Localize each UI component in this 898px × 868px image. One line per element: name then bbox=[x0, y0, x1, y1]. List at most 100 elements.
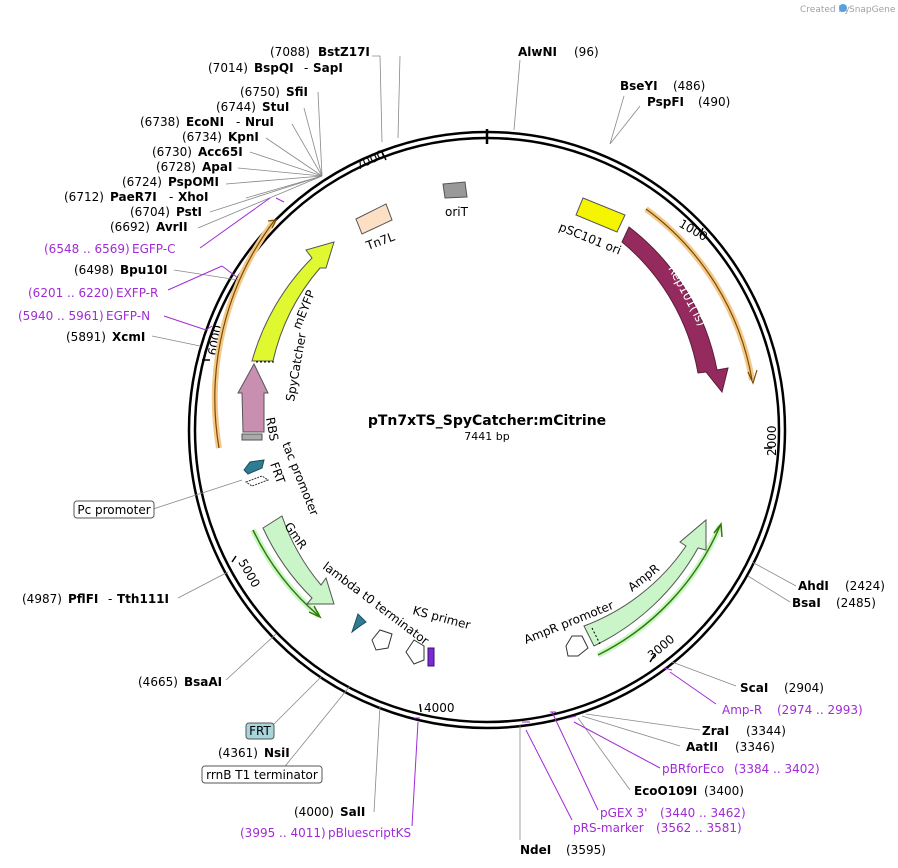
site-xcmi-pos: (5891) bbox=[66, 330, 106, 344]
spycatcher-label: SpyCatcher bbox=[283, 332, 309, 403]
primer-pgex3-name: pGEX 3' bbox=[600, 806, 647, 820]
site-bspqi-name: BspQI bbox=[254, 61, 294, 75]
rrnb-terminator-feature bbox=[371, 629, 393, 651]
site-paer7i-name: PaeR7I bbox=[110, 190, 157, 204]
tn7l-feature bbox=[355, 203, 393, 235]
green-arc-ampr-head bbox=[713, 522, 723, 538]
site-acc65i-name: Acc65I bbox=[198, 145, 243, 159]
orange-arc-left-line bbox=[214, 220, 275, 449]
site-econi-name: EcoNI bbox=[186, 115, 224, 129]
watermark-brand: SnapGene bbox=[849, 5, 896, 15]
primer-pbluescriptks-range: (3995 .. 4011) bbox=[240, 826, 326, 840]
site-ahdi-pos: (2424) bbox=[845, 579, 885, 593]
orange-arc-right-head bbox=[747, 369, 758, 385]
plasmid-size: 7441 bp bbox=[464, 430, 509, 443]
psc101-ori-feature bbox=[575, 197, 626, 233]
site-bsai-pos: (2485) bbox=[836, 596, 876, 610]
rbs-label: RBS bbox=[263, 416, 281, 442]
orit-label: oriT bbox=[445, 205, 469, 219]
pc-promoter-box-label: Pc promoter bbox=[77, 503, 150, 517]
site-aatii-name: AatII bbox=[686, 740, 718, 754]
site-avrii-pos: (6692) bbox=[110, 220, 150, 234]
site-ndei-pos: (3595) bbox=[566, 843, 606, 857]
primer-egfpn-range: (5940 .. 5961) bbox=[18, 309, 104, 323]
site-bpu10i-name: Bpu10I bbox=[120, 263, 167, 277]
site-bsaai-name: BsaAI bbox=[184, 675, 222, 689]
site-sapi-name: SapI bbox=[313, 61, 343, 75]
plasmid-name: pTn7xTS_SpyCatcher:mCitrine bbox=[368, 413, 606, 429]
site-sfii-pos: (6750) bbox=[240, 85, 280, 99]
site-bspqi-dash: - bbox=[304, 61, 308, 75]
green-arc-ampr-line bbox=[597, 525, 721, 656]
frt-inner-label: FRT bbox=[267, 460, 288, 486]
ampr-arrow bbox=[583, 518, 707, 647]
tick-label-4000: 4000 bbox=[424, 701, 455, 715]
primer-egfpn-name: EGFP-N bbox=[106, 309, 150, 323]
site-ndei-name: NdeI bbox=[520, 843, 551, 857]
tick-label-2000: 2000 bbox=[765, 425, 779, 456]
site-alwni-pos: (96) bbox=[574, 45, 599, 59]
site-acc65i-pos: (6730) bbox=[152, 145, 192, 159]
primer-prsmarker-range: (3562 .. 3581) bbox=[656, 821, 742, 835]
site-bstz17i-pos: (7088) bbox=[270, 45, 310, 59]
site-eco0109i-name: EcoO109I bbox=[634, 784, 697, 798]
site-econi-pos: (6738) bbox=[140, 115, 180, 129]
green-arc-gmr-head bbox=[308, 605, 322, 619]
site-tth111i-name: Tth111I bbox=[117, 592, 169, 606]
site-avrii-name: AvrII bbox=[156, 220, 188, 234]
ampr-junction-line bbox=[591, 627, 601, 645]
site-sfii-name: SfiI bbox=[286, 85, 308, 99]
tick-label-7000: 7000 bbox=[353, 147, 387, 173]
rrnb-t1-terminator-box-label: rrnB T1 terminator bbox=[206, 768, 318, 782]
site-pspfi-pos: (490) bbox=[698, 95, 730, 109]
pc-promoter-box bbox=[73, 500, 155, 519]
site-scai-pos: (2904) bbox=[784, 681, 824, 695]
primer-pbrforeco-range: (3384 .. 3402) bbox=[734, 762, 820, 776]
rrnb-t1-terminator-box bbox=[201, 765, 323, 784]
site-bpu10i-pos: (6498) bbox=[74, 263, 114, 277]
tick-3000 bbox=[649, 653, 656, 663]
pc-promoter-feature bbox=[405, 639, 425, 665]
site-kpni-pos: (6734) bbox=[182, 130, 222, 144]
watermark-created-by: Created by bbox=[800, 5, 850, 15]
site-aatii-pos: (3346) bbox=[735, 740, 775, 754]
site-bseyi-name: BseYI bbox=[620, 79, 658, 93]
site-sali-pos: (4000) bbox=[294, 805, 334, 819]
primer-ampr-name: Amp-R bbox=[722, 703, 762, 717]
spycatcher-arrow bbox=[237, 362, 269, 433]
site-apai-pos: (6728) bbox=[156, 160, 196, 174]
site-pflfi-pos: (4987) bbox=[22, 592, 62, 606]
meyfp-arrow bbox=[251, 241, 335, 362]
site-bspqi-pos: (7014) bbox=[208, 61, 248, 75]
site-pflfi-dash: - bbox=[108, 592, 112, 606]
tick-4000 bbox=[419, 703, 422, 713]
primer-prsmarker-name: pRS-marker bbox=[573, 821, 644, 835]
site-eco0109i-pos: (3400) bbox=[704, 784, 744, 798]
tick-5000 bbox=[231, 555, 237, 563]
orange-arc-right-line bbox=[645, 208, 753, 381]
site-stui-pos: (6744) bbox=[216, 100, 256, 114]
tick-1000 bbox=[699, 227, 704, 237]
tn7l-label: Tn7L bbox=[363, 230, 397, 254]
site-sali-name: SalI bbox=[340, 805, 365, 819]
site-paer7i-pos: (6712) bbox=[64, 190, 104, 204]
primer-egfpc-range: (6548 .. 6569) bbox=[44, 242, 130, 256]
green-arc-gmr-line bbox=[252, 529, 320, 617]
primer-exfpr-range: (6201 .. 6220) bbox=[28, 286, 114, 300]
site-ahdi-name: AhdI bbox=[798, 579, 829, 593]
site-pspomi-name: PspOMI bbox=[168, 175, 219, 189]
site-leaders-top-left bbox=[149, 55, 797, 840]
tac-promoter-feature bbox=[243, 459, 265, 475]
primer-leaders bbox=[163, 197, 717, 827]
site-bsaai-pos: (4665) bbox=[138, 675, 178, 689]
site-alwni-name: AlwNI bbox=[518, 45, 557, 59]
site-nrui-name: NruI bbox=[245, 115, 274, 129]
primer-pbrforeco-name: pBRforEco bbox=[662, 762, 724, 776]
primer-pbluescriptks-name: pBluescriptKS bbox=[328, 826, 411, 840]
frt-box-label: FRT bbox=[249, 724, 271, 738]
site-xcmi-name: XcmI bbox=[112, 330, 145, 344]
site-nsii-name: NsiI bbox=[264, 746, 290, 760]
site-apai-name: ApaI bbox=[202, 160, 232, 174]
